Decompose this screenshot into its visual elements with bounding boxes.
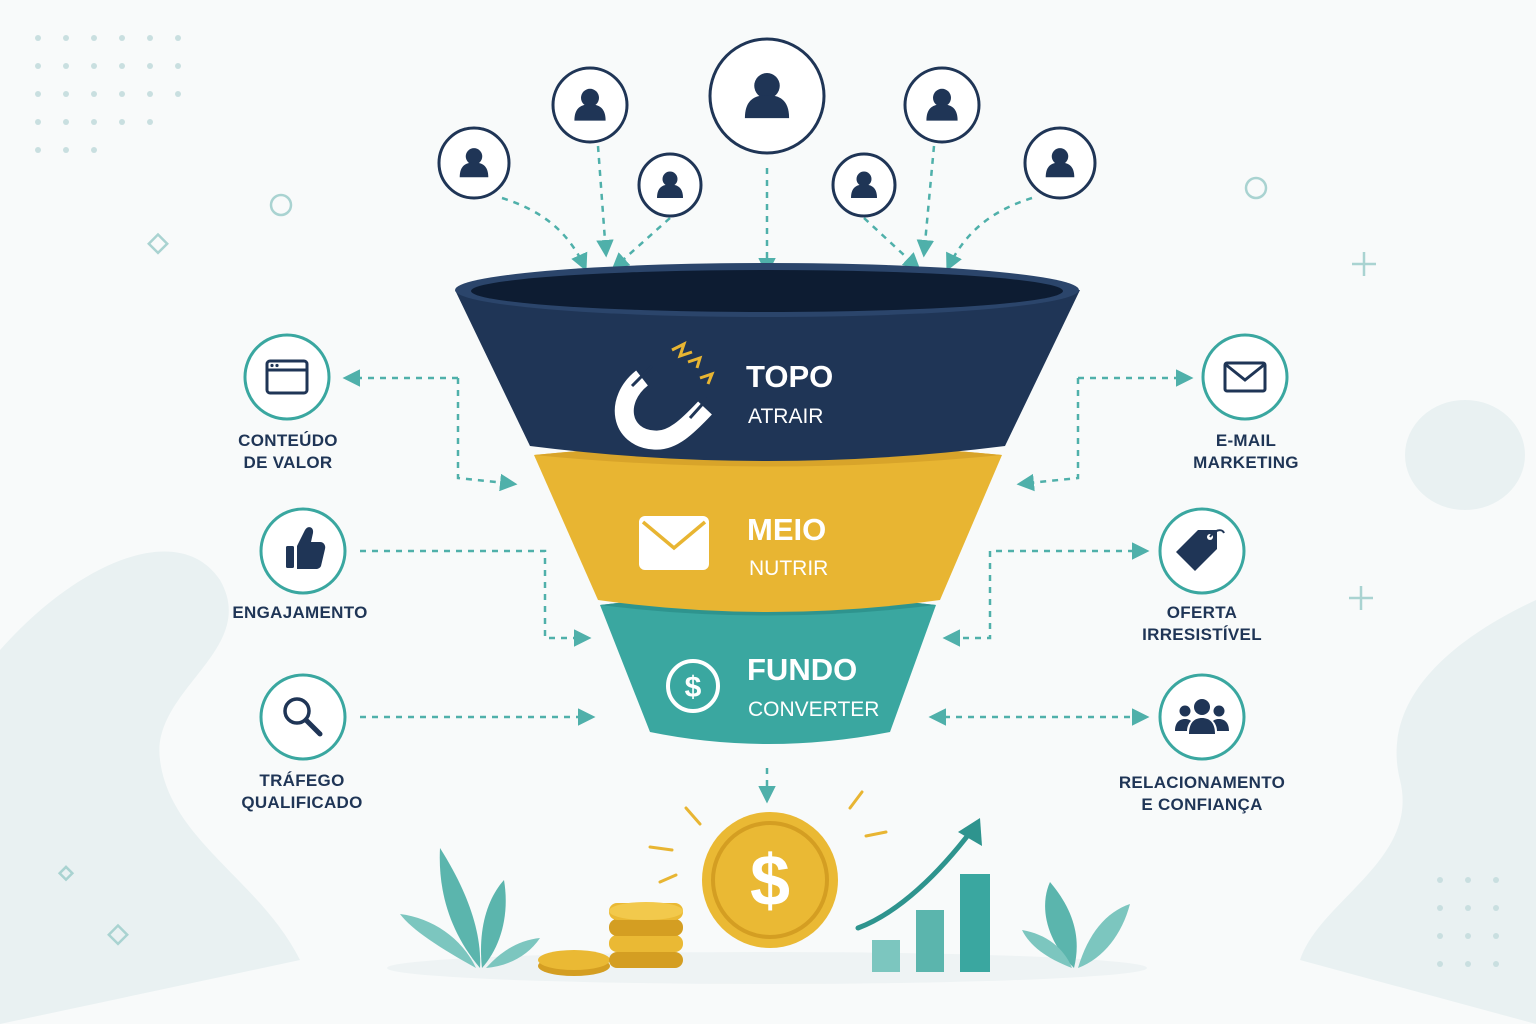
left-icon-circles	[243, 333, 347, 761]
top-tier-title: TOPO	[746, 359, 833, 394]
background-decoration	[0, 35, 1536, 1024]
right-label-offer: OFERTA IRRESISTÍVEL	[1092, 602, 1312, 646]
label-line: TRÁFEGO	[259, 771, 345, 790]
svg-text:$: $	[750, 841, 790, 921]
thumbs-up-icon	[259, 507, 347, 595]
coin-stack-icon	[538, 902, 683, 976]
person-icon	[637, 152, 703, 218]
person-icon	[708, 37, 826, 155]
side-arrows	[342, 369, 1194, 804]
bottom-tier-title: FUNDO	[747, 652, 857, 687]
middle-tier-title: MEIO	[747, 512, 826, 547]
funnel-top-tier	[455, 263, 1080, 461]
magnet-icon	[614, 341, 715, 450]
label-line: OFERTA	[1166, 603, 1238, 622]
price-tag-icon	[1158, 507, 1246, 595]
browser-window-icon	[243, 333, 331, 421]
leaf-icon	[400, 848, 540, 968]
left-label-engagement: ENGAJAMENTO	[190, 602, 410, 624]
dollar-coin-icon: $	[702, 812, 838, 948]
label-line: RELACIONAMENTO	[1118, 773, 1286, 792]
group-icon	[1158, 673, 1246, 761]
dot-grid-bottom-right	[1437, 877, 1499, 967]
leaf-icon	[1022, 882, 1130, 968]
dollar-circle-icon: $	[666, 659, 720, 713]
left-label-traffic: TRÁFEGO QUALIFICADO	[192, 770, 412, 814]
label-line: E CONFIANÇA	[1141, 795, 1263, 814]
svg-text:$: $	[685, 671, 702, 704]
person-icon	[551, 66, 629, 144]
envelope-icon	[1201, 333, 1289, 421]
label-line: E-MAIL	[1215, 431, 1277, 450]
bottom-scene: $	[387, 790, 1147, 984]
right-label-email: E-MAIL MARKETING	[1136, 430, 1356, 474]
label-line: ENGAJAMENTO	[232, 603, 368, 622]
growth-chart-icon	[855, 818, 990, 972]
right-label-relationship: RELACIONAMENTO E CONFIANÇA	[1092, 772, 1312, 816]
envelope-icon	[639, 516, 709, 570]
incoming-arrows	[501, 145, 1033, 276]
right-icon-circles	[1158, 333, 1289, 761]
top-tier-subtitle: ATRAIR	[748, 405, 823, 428]
person-icon	[437, 126, 511, 200]
dot-grid-top-left	[35, 35, 181, 153]
label-line: QUALIFICADO	[241, 793, 363, 812]
sparkle-rays	[648, 790, 888, 884]
label-line: DE VALOR	[243, 453, 333, 472]
left-label-content: CONTEÚDO DE VALOR	[178, 430, 398, 474]
person-icon	[1023, 126, 1097, 200]
middle-tier-subtitle: NUTRIR	[749, 557, 828, 580]
person-icon	[903, 66, 981, 144]
label-line: MARKETING	[1193, 453, 1299, 472]
label-line: CONTEÚDO	[238, 431, 338, 450]
bottom-tier-subtitle: CONVERTER	[748, 698, 879, 721]
search-icon	[259, 673, 347, 761]
people-group	[437, 37, 1097, 218]
label-line: IRRESISTÍVEL	[1142, 625, 1262, 644]
person-icon	[831, 152, 897, 218]
